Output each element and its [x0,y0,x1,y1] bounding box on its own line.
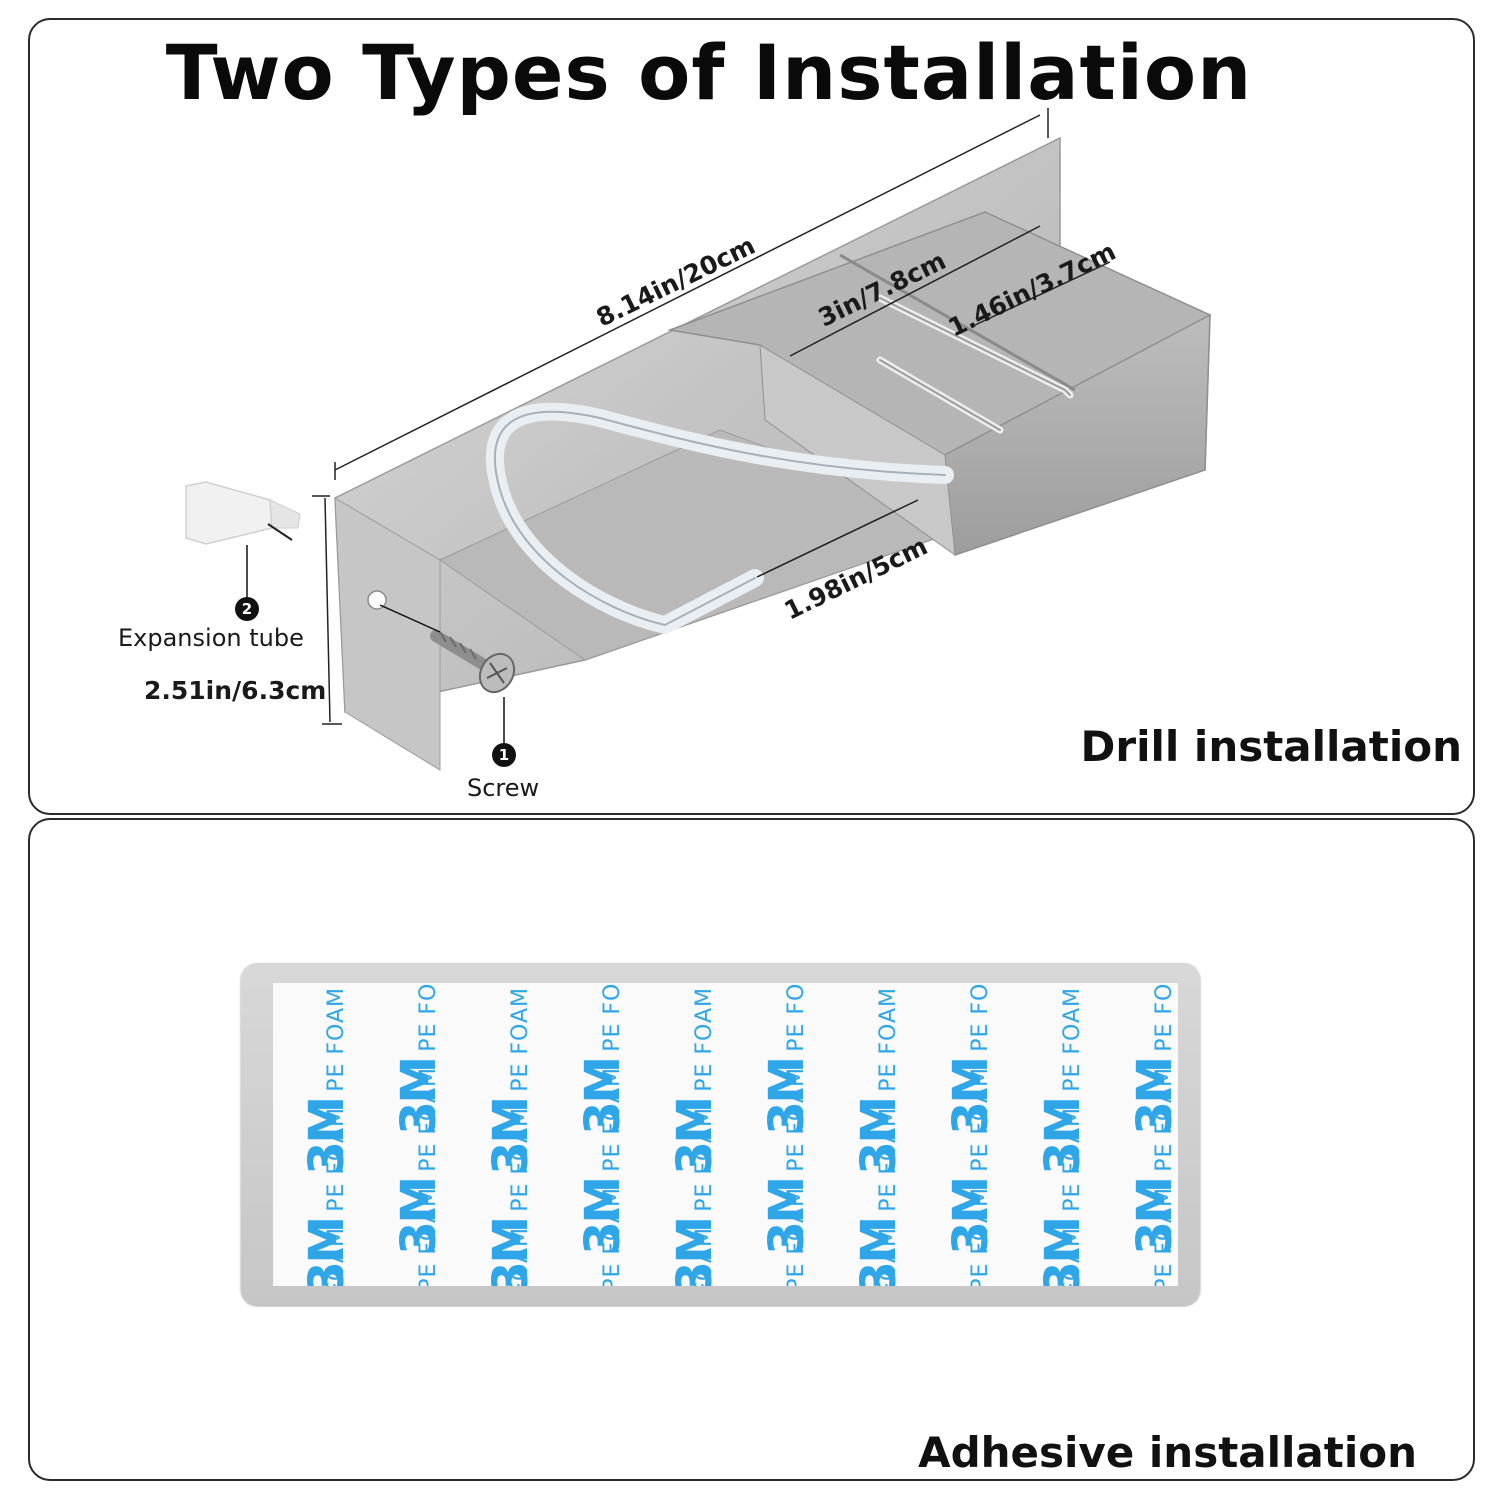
pad-foam-text: PE FOAM [691,987,717,1092]
screw-label: Screw [467,774,540,802]
pad-foam-text: PE FOAM [875,1107,901,1212]
plate-end [334,497,441,771]
pad-print-stamp: 3MPE FOAM [575,1187,631,1286]
pad-foam-text: PE FOAM [1151,1067,1177,1172]
pad-foam-text: PE FOAM [783,1067,809,1172]
pad-foam-text: PE FOAM [415,1187,441,1286]
pad-foam-text: PE FOAM [599,1187,625,1286]
pad-foam-text: PE FOAM [1059,1227,1085,1286]
pad-print-stamp: 3MPE FOAM [391,1187,447,1286]
pad-foam-text: PE FOAM [1059,987,1085,1092]
pad-foam-text: PE FOAM [599,1067,625,1172]
pad-print-stamp: 3MPE FOAM [299,1227,355,1286]
pad-foam-text: PE FOAM [1151,983,1177,1052]
pad-foam-text: PE FOAM [967,983,993,1052]
basket-side [759,344,956,557]
drill-installation-caption: Drill installation [1080,722,1462,771]
pad-foam-text: PE FOAM [875,1227,901,1286]
pad-foam-text: PE FOAM [691,1227,717,1286]
pad-foam-text: PE FOAM [875,987,901,1092]
pad-foam-text: PE FOAM [783,1187,809,1286]
pad-foam-text: PE FOAM [507,987,533,1092]
holder-illustration [185,108,1211,771]
pad-foam-text: PE FOAM [323,987,349,1092]
pad-foam-text: PE FOAM [783,983,809,1052]
part-number-expansion-tube: 2 [235,597,259,621]
pad-foam-text: PE FOAM [967,1067,993,1172]
pad-print-stamp: 3MPE FOAM [667,1227,723,1286]
pad-print-stamp: 3MPE FOAM [1127,1187,1178,1286]
pad-foam-text: PE FOAM [1059,1107,1085,1212]
pad-foam-text: PE FOAM [691,1107,717,1212]
expansion-tube-label: Expansion tube [118,624,304,652]
pad-print-stamp: 3MPE FOAM [483,1227,539,1286]
part-number-screw: 1 [492,743,516,767]
pad-foam-text: PE FOAM [507,1107,533,1212]
pad-foam-text: PE FOAM [1151,1187,1177,1286]
pad-print-stamp: 3MPE FOAM [943,1187,999,1286]
pad-foam-text: PE FOAM [323,1107,349,1212]
page-title: Two Types of Installation [165,28,1253,117]
pad-foam-text: PE FOAM [599,983,625,1052]
pad-foam-text: PE FOAM [507,1227,533,1286]
pad-print-stamp: 3MPE FOAM [1035,1227,1091,1286]
pad-print-stamp: 3MPE FOAM [759,1187,815,1286]
pad-print-stamp: 3MPE FOAM [851,1227,907,1286]
screw-part [430,630,516,694]
expansion-tube-part [185,481,301,545]
dim-height-label: 2.51in/6.3cm [144,676,327,705]
pad-foam-text: PE FOAM [415,1067,441,1172]
adhesive-installation-caption: Adhesive installation [918,1428,1417,1477]
foam-pad: 3MPE FOAM 3MPE FOAM 3MPE FOAM 3MPE FOAM 3MPE… [273,983,1178,1286]
pad-foam-text: PE FOAM [323,1227,349,1286]
pad-foam-text: PE FOAM [415,983,441,1052]
pad-foam-text: PE FOAM [967,1187,993,1286]
